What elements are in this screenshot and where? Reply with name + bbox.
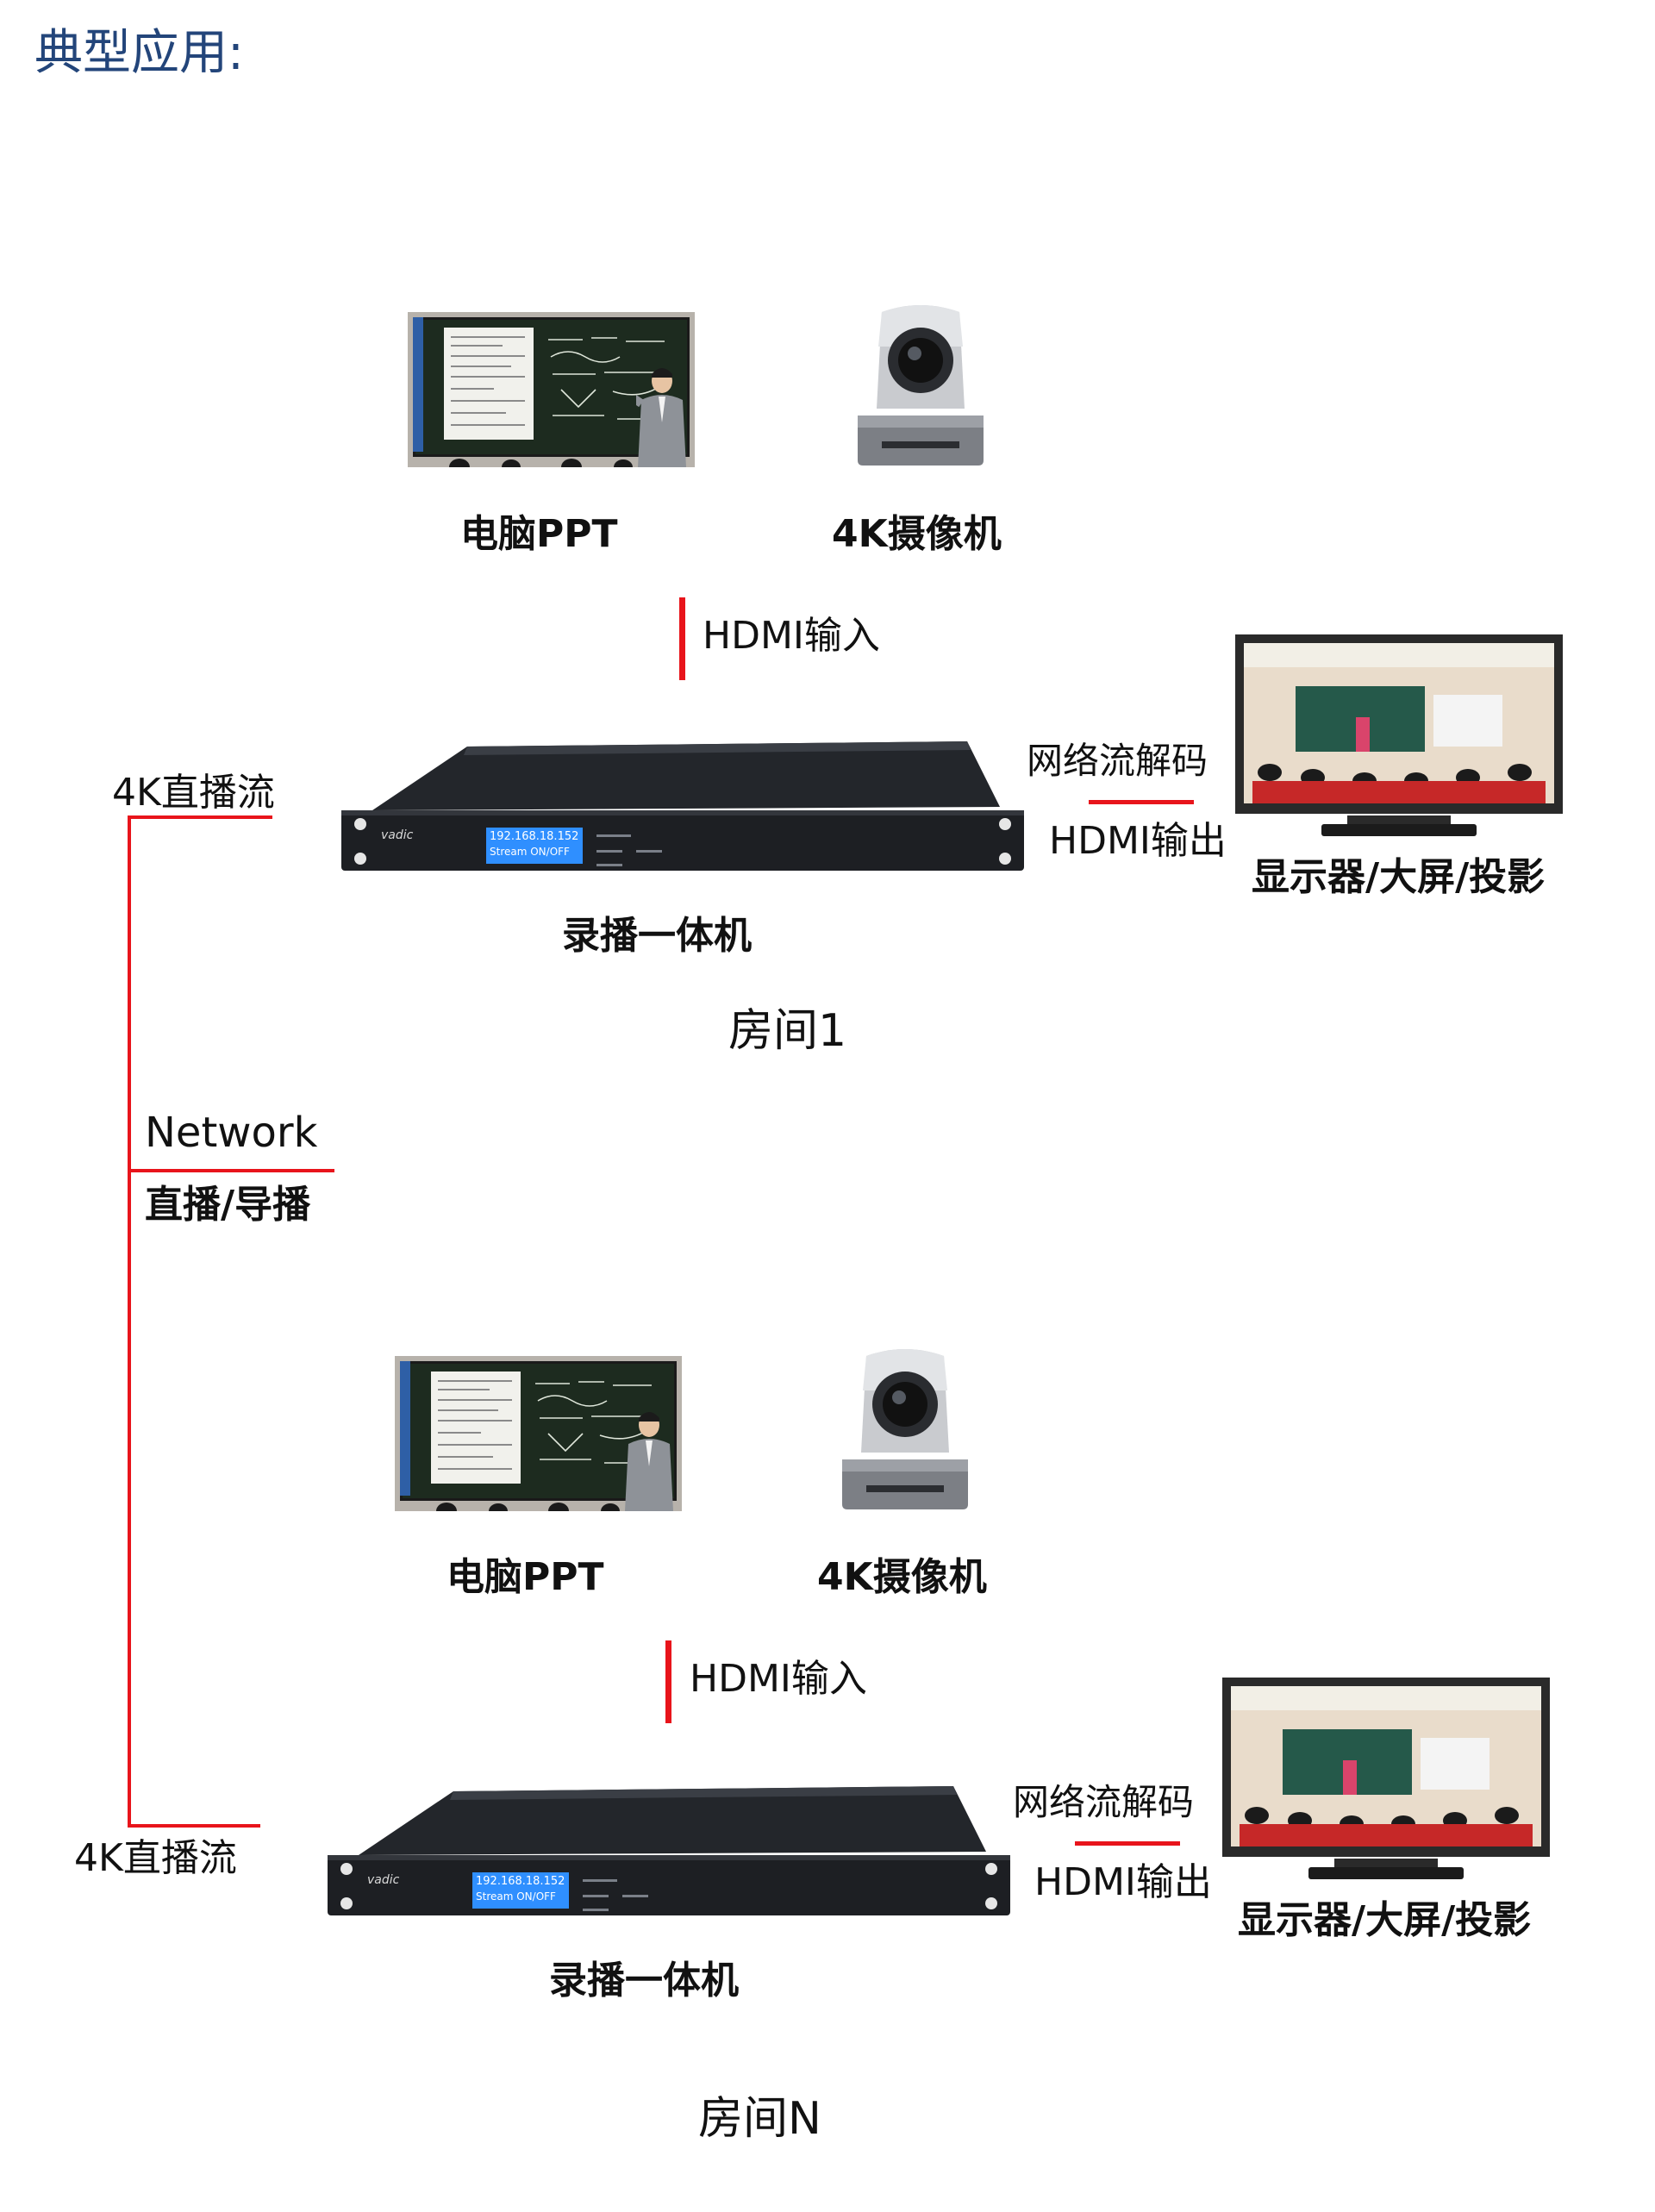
- decode-label-roomN: 网络流解码: [1013, 1781, 1195, 1823]
- live-stream-line-room1: [128, 815, 272, 819]
- live-stream-label-room1: 4K直播流: [112, 771, 275, 815]
- network-title: Network: [145, 1109, 318, 1157]
- recorder-brand-room1: vadic: [381, 828, 414, 842]
- pc-ppt-image-roomN: [395, 1356, 682, 1511]
- network-subtitle: 直播/导播: [145, 1183, 311, 1227]
- display-monitor-image-roomN: [1222, 1678, 1550, 1879]
- decode-line-room1: [1089, 800, 1194, 804]
- recorder-label-roomN: 录播一体机: [549, 1959, 739, 2003]
- hdmi-in-label-room1: HDMI输入: [703, 614, 880, 658]
- camera-label-room1: 4K摄像机: [832, 512, 1002, 556]
- recorder-label-room1: 录播一体机: [562, 914, 752, 958]
- display-label-roomN: 显示器/大屏/投影: [1238, 1898, 1532, 1942]
- ptz-camera-image-room1: [858, 305, 984, 466]
- recorder-lcd-line1-room1: 192.168.18.152: [490, 830, 579, 843]
- live-stream-label-roomN: 4K直播流: [74, 1836, 237, 1880]
- ptz-camera-image-roomN: [842, 1349, 968, 1509]
- hdmi-in-label-roomN: HDMI输入: [690, 1657, 867, 1701]
- hdmi-in-line-roomN: [665, 1640, 671, 1723]
- recorder-lcd-line1-roomN: 192.168.18.152: [476, 1875, 565, 1888]
- camera-label-roomN: 4K摄像机: [817, 1555, 987, 1599]
- recorder-brand-roomN: vadic: [367, 1873, 400, 1887]
- hdmi-out-label-roomN: HDMI输出: [1034, 1860, 1212, 1904]
- pc-ppt-label-roomN: 电脑PPT: [447, 1555, 604, 1599]
- recorder-lcd-line2-room1: Stream ON/OFF: [490, 846, 570, 858]
- recorder-lcd-line2-roomN: Stream ON/OFF: [476, 1890, 556, 1903]
- hdmi-out-label-room1: HDMI输出: [1049, 819, 1227, 863]
- network-divider-line: [129, 1169, 334, 1172]
- room-label-N: 房间N: [698, 2093, 821, 2145]
- room-label-1: 房间1: [728, 1005, 847, 1057]
- page-heading: 典型应用:: [34, 25, 244, 81]
- display-monitor-image-room1: [1235, 634, 1563, 836]
- hdmi-in-line-room1: [679, 597, 685, 680]
- decode-line-roomN: [1075, 1841, 1180, 1846]
- pc-ppt-image-room1: [408, 312, 695, 467]
- pc-ppt-label-room1: 电脑PPT: [460, 512, 618, 556]
- display-label-room1: 显示器/大屏/投影: [1252, 855, 1546, 899]
- network-trunk-line: [128, 817, 131, 1826]
- decode-label-room1: 网络流解码: [1027, 740, 1208, 782]
- live-stream-line-roomN: [128, 1824, 260, 1828]
- recorder-device-roomN: [328, 1786, 1010, 1915]
- recorder-device-room1: [341, 741, 1024, 871]
